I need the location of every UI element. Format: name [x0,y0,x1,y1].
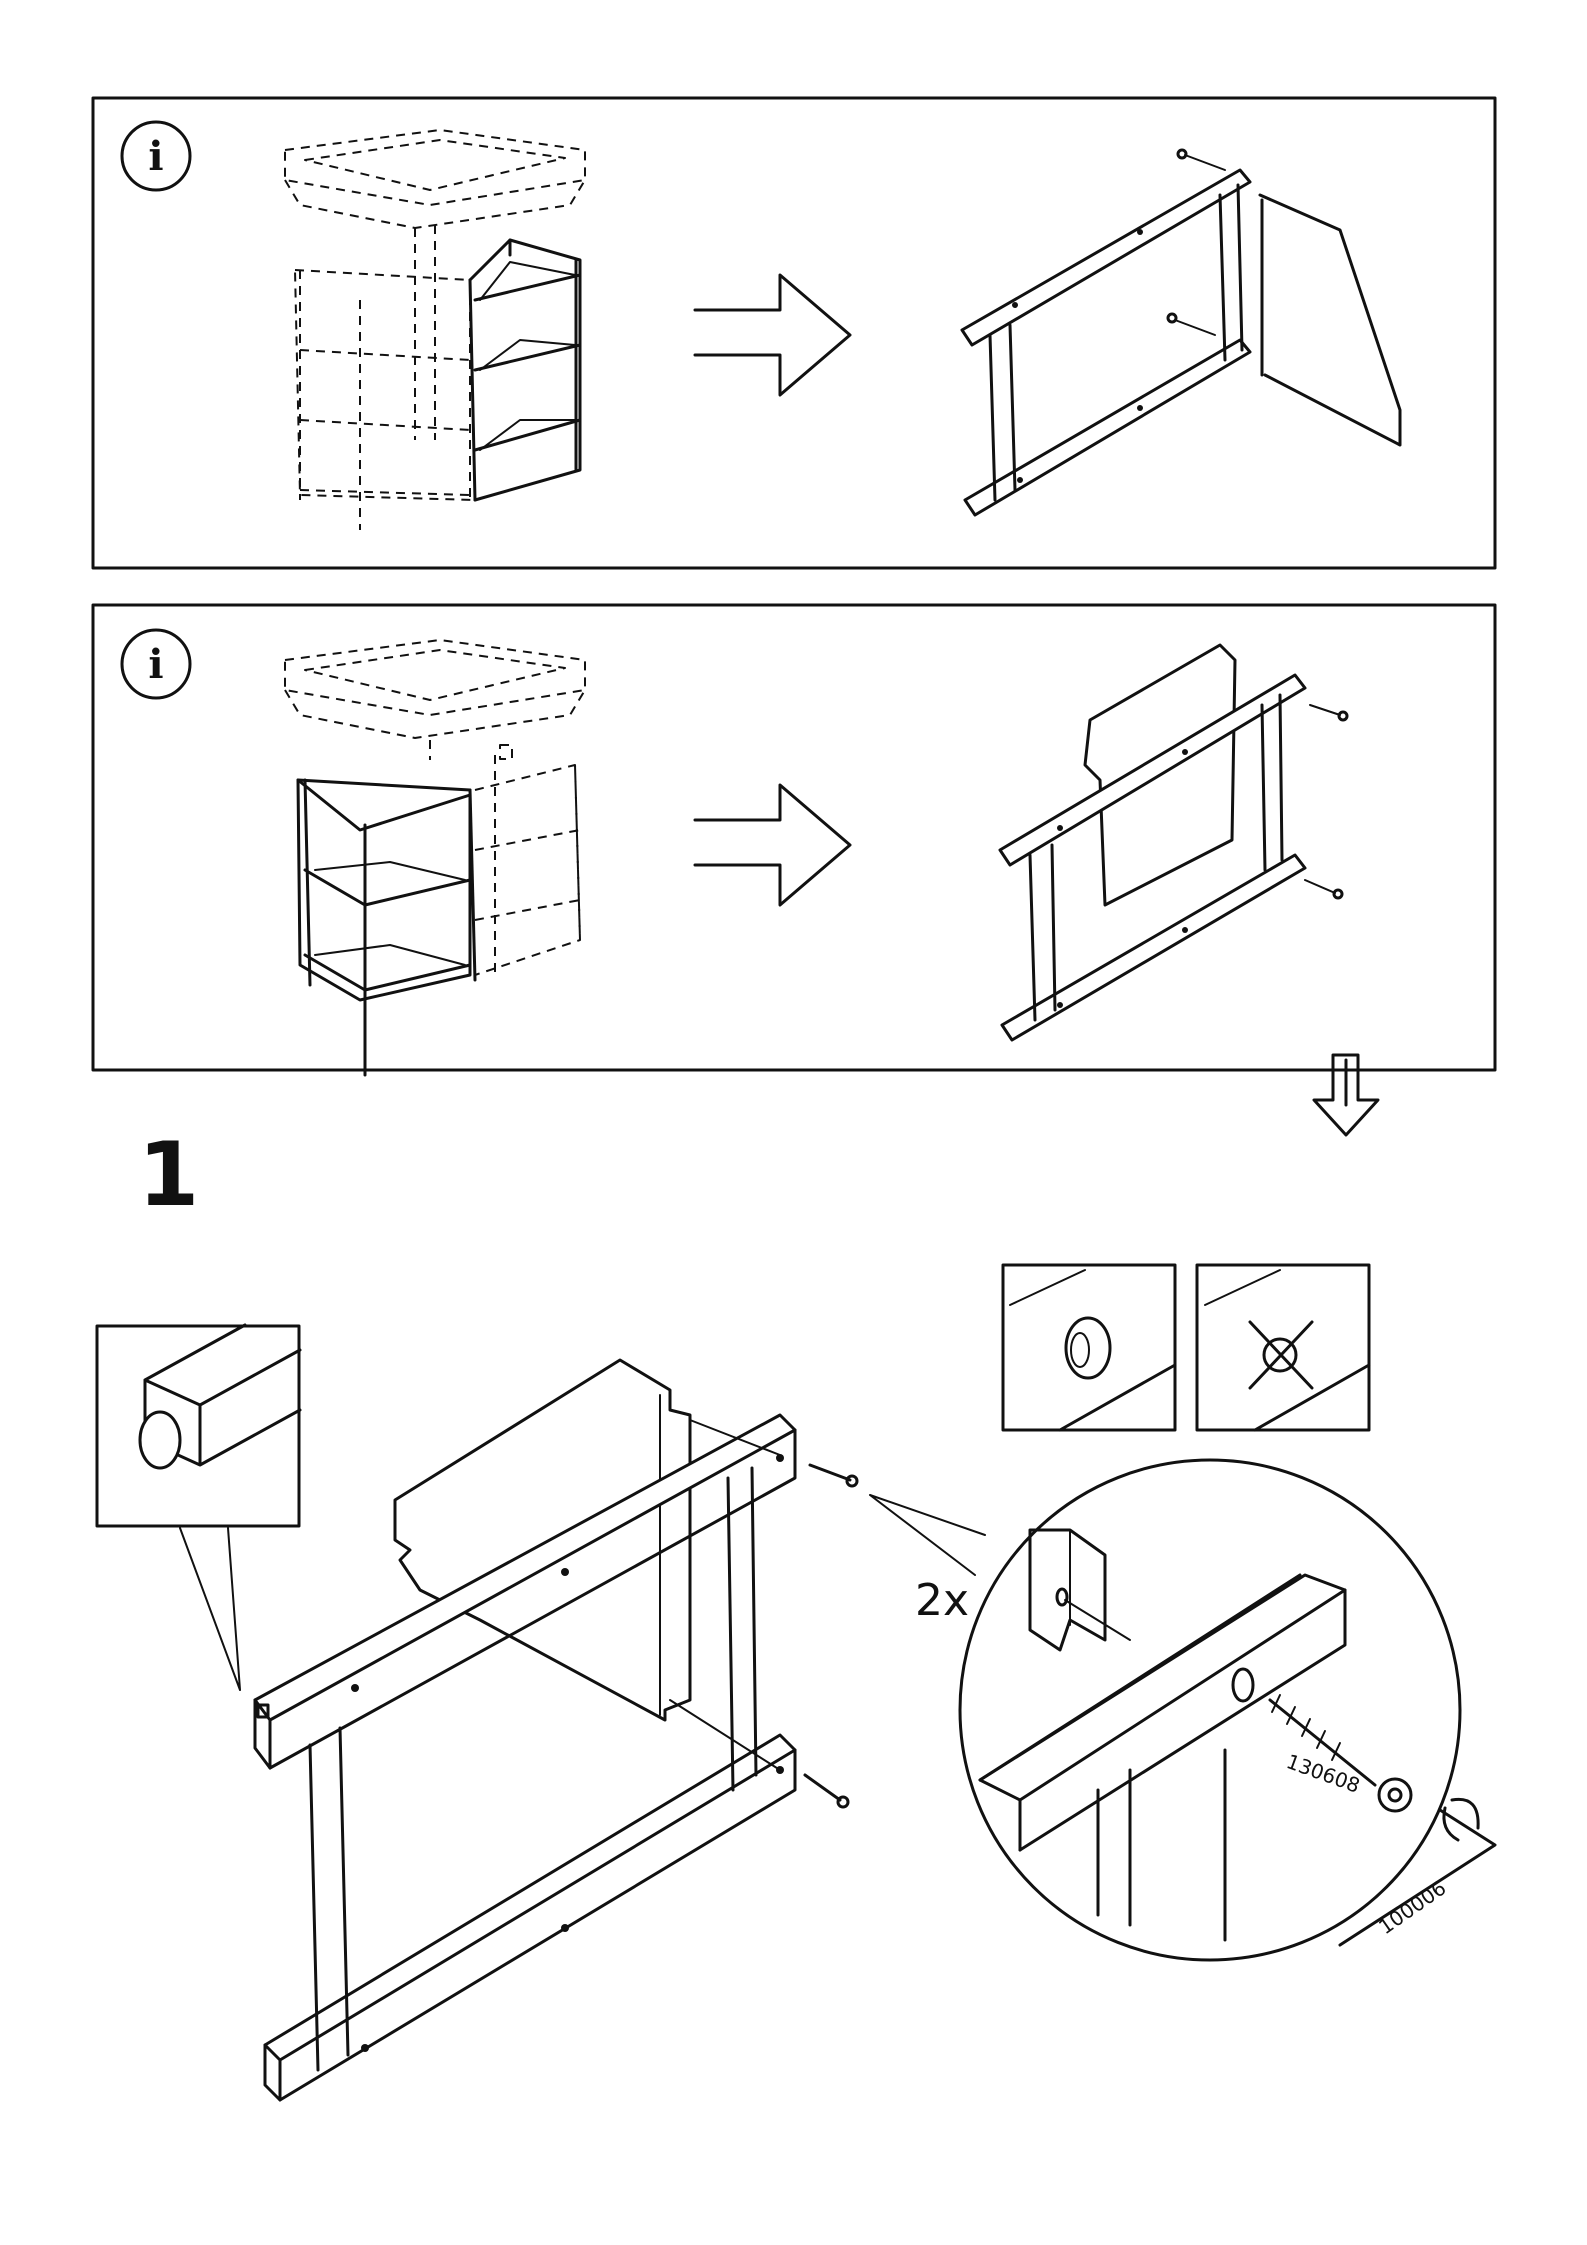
corner-shelf-left [298,780,475,1075]
info-panel-1: i [93,98,1495,568]
arrow-down-icon [1314,1055,1378,1135]
frame-with-panel-2 [1000,645,1347,1040]
arrow-right-icon [695,275,850,395]
correct-hole-icon [1003,1265,1175,1430]
wrong-hole-icon [1197,1265,1369,1430]
info-icon: i [122,630,190,698]
end-cap-detail [97,1325,300,1690]
step-number: 1 [138,1123,199,1226]
svg-text:i: i [148,641,163,688]
screw-part-number: 130608 [1283,1749,1363,1798]
svg-text:i: i [148,133,163,180]
step-1: 1 [97,1123,1495,2100]
shelf-dashed-left [295,270,475,530]
corner-shelf-right [470,240,580,500]
info-icon: i [122,122,190,190]
frame-assembly [255,1360,857,2100]
magnified-detail: 130608 100006 [960,1460,1495,1960]
allen-key-part-number: 100006 [1374,1876,1450,1939]
info-panel-2: i [93,605,1495,1075]
frame-with-panel-1 [962,150,1400,515]
quantity-label: 2x [915,1575,969,1626]
shelf-dashed-right [475,745,580,975]
arrow-right-icon [695,785,850,905]
sink-outline [285,640,585,760]
